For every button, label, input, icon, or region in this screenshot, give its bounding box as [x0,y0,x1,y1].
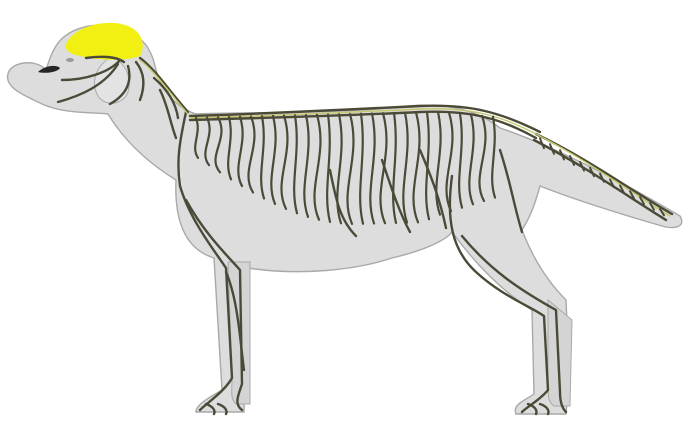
brain [66,23,143,60]
eye [66,58,74,62]
